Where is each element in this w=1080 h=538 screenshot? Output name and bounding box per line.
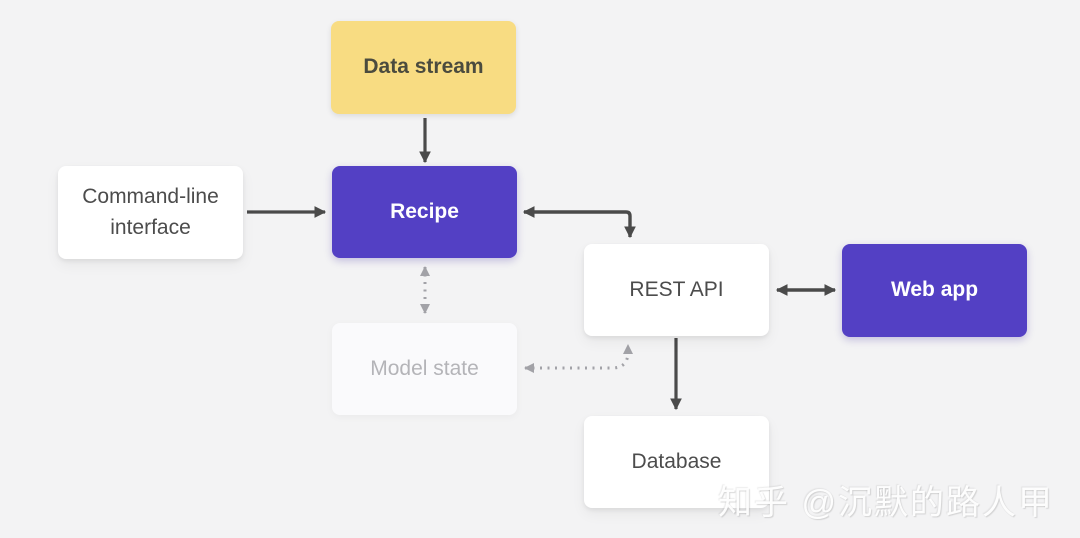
node-rest-api: REST API bbox=[584, 244, 769, 336]
node-recipe: Recipe bbox=[332, 166, 517, 258]
node-database-label: Database bbox=[631, 449, 722, 473]
node-rest-api-label: REST API bbox=[629, 277, 724, 301]
node-recipe-label: Recipe bbox=[390, 199, 459, 223]
node-data-stream: Data stream bbox=[331, 21, 516, 114]
node-command-line-interface-label: Command-line interface bbox=[82, 185, 219, 239]
zhihu-watermark: 知乎 @沉默的路人甲 bbox=[718, 484, 1054, 522]
node-database: Database bbox=[584, 416, 769, 508]
node-model-state: Model state bbox=[332, 323, 517, 415]
node-model-state-label: Model state bbox=[370, 356, 479, 380]
node-web-app-label: Web app bbox=[890, 278, 979, 302]
arrow-recipe-rest-api-two-way bbox=[522, 206, 636, 239]
node-data-stream-label: Data stream bbox=[363, 55, 484, 79]
arrow-model-state-rest-api-dotted bbox=[524, 344, 633, 373]
node-command-line-interface: Command-line interface bbox=[58, 166, 243, 259]
node-web-app: Web app bbox=[842, 244, 1027, 337]
